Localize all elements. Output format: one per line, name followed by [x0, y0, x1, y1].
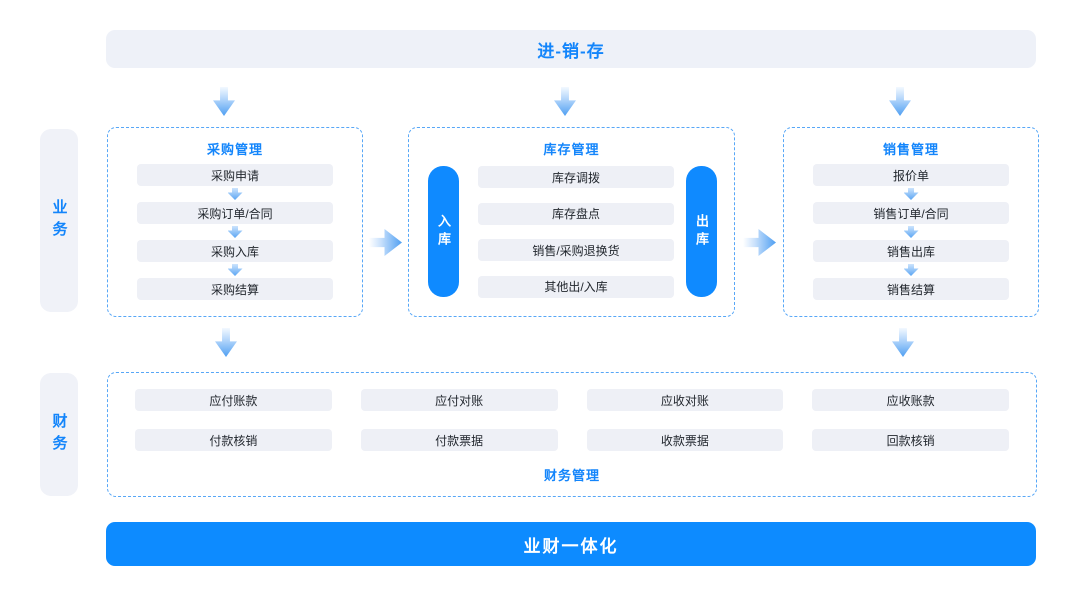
- outbound-pill: 出库: [686, 166, 717, 297]
- inventory-items: 库存调拨 库存盘点 销售/采购退换货 其他出/入库: [478, 166, 674, 298]
- finance-box: 应付账款 应付对账 应收对账 应收账款 付款核销 付款票据 收款票据 回款核销 …: [107, 372, 1037, 497]
- purchase-item: 采购申请: [137, 164, 333, 186]
- purchase-items: 采购申请 采购订单/合同 采购入库 采购结算: [137, 164, 333, 300]
- finance-item: 应付账款: [135, 389, 332, 411]
- purchase-item: 采购入库: [137, 240, 333, 262]
- sales-item: 报价单: [813, 164, 1009, 186]
- outbound-label: 出库: [694, 213, 709, 250]
- down-arrow-icon: [227, 226, 243, 238]
- inventory-item: 其他出/入库: [478, 275, 674, 298]
- sidebar-business-pill: 业务: [40, 129, 78, 312]
- down-arrow-icon: [903, 264, 919, 276]
- bottom-banner: 业财一体化: [106, 522, 1036, 566]
- inbound-pill: 入库: [428, 166, 459, 297]
- down-arrow-icon: [554, 87, 576, 116]
- right-arrow-icon: [369, 229, 402, 256]
- finance-item: 应付对账: [360, 389, 558, 411]
- finance-item: 应收对账: [586, 389, 784, 411]
- sidebar-finance-label: 财务: [50, 412, 68, 457]
- right-arrow-icon: [743, 229, 776, 256]
- inventory-item: 销售/采购退换货: [478, 239, 674, 262]
- inventory-item: 库存调拨: [478, 166, 674, 188]
- down-arrow-icon: [903, 188, 919, 200]
- finance-item: 应收账款: [812, 389, 1009, 411]
- down-arrow-icon: [213, 87, 235, 116]
- down-arrow-icon: [889, 87, 911, 116]
- top-banner-label: 进-销-存: [537, 41, 605, 61]
- finance-item: 回款核销: [812, 429, 1009, 451]
- purchase-box-title: 采购管理: [206, 142, 263, 157]
- sidebar-business-label: 业务: [50, 198, 68, 243]
- inbound-label: 入库: [436, 213, 451, 250]
- inventory-item: 库存盘点: [478, 202, 674, 225]
- sales-box-title: 销售管理: [882, 142, 939, 157]
- sales-item: 销售结算: [813, 278, 1009, 300]
- purchase-item: 采购结算: [137, 278, 333, 300]
- inventory-box-title: 库存管理: [543, 142, 600, 157]
- finance-items: 应付账款 应付对账 应收对账 应收账款 付款核销 付款票据 收款票据 回款核销: [135, 389, 1009, 451]
- finance-item: 付款票据: [360, 429, 558, 451]
- finance-item: 付款核销: [135, 429, 332, 451]
- inventory-box: 库存管理 入库 库存调拨 库存盘点 销售/采购退换货 其他出/入库 出库: [408, 127, 735, 317]
- sidebar-finance-pill: 财务: [40, 373, 78, 496]
- down-arrow-icon: [227, 264, 243, 276]
- bottom-banner-label: 业财一体化: [523, 536, 619, 556]
- down-arrow-icon: [215, 328, 237, 357]
- down-arrow-icon: [892, 328, 914, 357]
- sales-item: 销售订单/合同: [813, 202, 1009, 224]
- finance-box-title: 财务管理: [543, 468, 600, 483]
- purchase-item: 采购订单/合同: [137, 202, 333, 224]
- sales-item: 销售出库: [813, 240, 1009, 262]
- top-banner: 进-销-存: [106, 30, 1036, 68]
- finance-item: 收款票据: [586, 429, 784, 451]
- down-arrow-icon: [903, 226, 919, 238]
- purchase-box: 采购管理 采购申请 采购订单/合同 采购入库 采购结算: [107, 127, 363, 317]
- sales-box: 销售管理 报价单 销售订单/合同 销售出库 销售结算: [783, 127, 1039, 317]
- sales-items: 报价单 销售订单/合同 销售出库 销售结算: [813, 164, 1009, 300]
- down-arrow-icon: [227, 188, 243, 200]
